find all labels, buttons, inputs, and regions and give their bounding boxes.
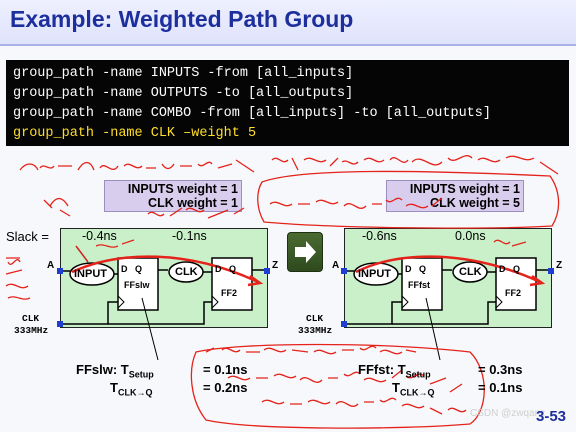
right-setup-sub: Setup (405, 369, 431, 380)
code-line-4: group_path -name CLK –weight 5 (13, 126, 257, 141)
left-input-label: INPUT (74, 268, 107, 280)
left-ff2-name: FF2 (221, 288, 238, 298)
right-ff1-name: FFfst (408, 280, 430, 290)
right-clk-pin-label: CLK (306, 313, 324, 324)
title-bar: Example: Weighted Path Group (0, 0, 576, 46)
right-weight-inputs: INPUTS weight = 1 (409, 182, 520, 196)
right-ff2-pins: D Q (499, 264, 521, 274)
left-setup-value: = 0.1ns (203, 362, 248, 377)
right-spec-name: FFfst: T (358, 362, 406, 377)
right-clkq-spec: TCLK→Q = 0.1ns (392, 380, 523, 398)
slack-label: Slack = (6, 229, 49, 244)
right-clkq-sub: CLK→Q (399, 387, 435, 398)
left-critical-path (71, 255, 259, 284)
left-spec-name: FFslw: T (76, 362, 129, 377)
left-ff2-pins: D Q (215, 264, 237, 274)
right-slack-a: -0.6ns (362, 229, 397, 243)
code-line-1: group_path -name INPUTS -from [all_input… (13, 66, 354, 81)
right-pin-a: A (332, 260, 340, 271)
left-setup-spec: FFslw: TSetup = 0.1ns (76, 362, 247, 380)
left-clkq-value: = 0.2ns (203, 380, 248, 395)
code-line-3: group_path -name COMBO -from [all_inputs… (13, 106, 491, 121)
left-port-clk (57, 321, 63, 327)
page-number: 3-53 (536, 408, 567, 425)
left-clkq-sub: CLK→Q (117, 387, 153, 398)
right-port-z (548, 268, 554, 274)
left-ff1-pins: D Q (121, 264, 143, 274)
left-clkq-spec: TCLK→Q = 0.2ns (110, 380, 248, 398)
left-port-a (57, 268, 63, 274)
right-input-label: INPUT (358, 268, 391, 280)
left-pin-z: Z (272, 260, 279, 271)
right-clkq-value: = 0.1ns (478, 380, 523, 395)
left-ff1 (117, 257, 159, 311)
right-port-clk (341, 321, 347, 327)
right-clk-freq: 333MHz (298, 325, 333, 336)
right-ff1-pins: D Q (405, 264, 427, 274)
right-pin-z: Z (556, 260, 563, 271)
right-critical-path (355, 255, 541, 284)
right-arrow-icon (295, 241, 316, 263)
left-circuit (57, 245, 270, 361)
right-port-a (341, 268, 347, 274)
left-slack-b: -0.1ns (172, 229, 207, 243)
left-port-z (264, 268, 270, 274)
right-setup-spec: FFfst: TSetup = 0.3ns (358, 362, 522, 380)
watermark: CSDN @zwqanz (470, 408, 546, 419)
right-weight-clk: CLK weight = 5 (430, 196, 520, 210)
right-circuit (341, 255, 554, 361)
slide-title: Example: Weighted Path Group (10, 6, 354, 32)
left-ff2 (211, 257, 253, 311)
left-ff1-name: FFslw (124, 280, 150, 290)
left-weight-inputs: INPUTS weight = 1 (127, 182, 238, 196)
left-pin-a: A (47, 260, 55, 271)
left-clk-block-label: CLK (175, 266, 198, 278)
left-slack-a: -0.4ns (82, 229, 117, 243)
right-setup-value: = 0.3ns (478, 362, 523, 377)
left-clk-pin-label: CLK (22, 313, 40, 324)
right-ff2-name: FF2 (505, 288, 522, 298)
left-weight-clk: CLK weight = 1 (148, 196, 238, 210)
left-weight-box: INPUTS weight = 1 CLK weight = 1 (104, 180, 242, 212)
code-line-2: group_path -name OUTPUTS -to [all_output… (13, 86, 354, 101)
handwritten-annotations (5, 155, 560, 429)
right-clk-block-label: CLK (459, 266, 482, 278)
left-clk-freq: 333MHz (14, 325, 49, 336)
right-weight-box: INPUTS weight = 1 CLK weight = 5 (386, 180, 524, 212)
left-setup-sub: Setup (128, 369, 154, 380)
right-slack-b: 0.0ns (455, 229, 486, 243)
code-block: group_path -name INPUTS -from [all_input… (6, 60, 569, 146)
next-arrow-button[interactable] (287, 232, 323, 272)
right-ff1 (401, 257, 443, 311)
